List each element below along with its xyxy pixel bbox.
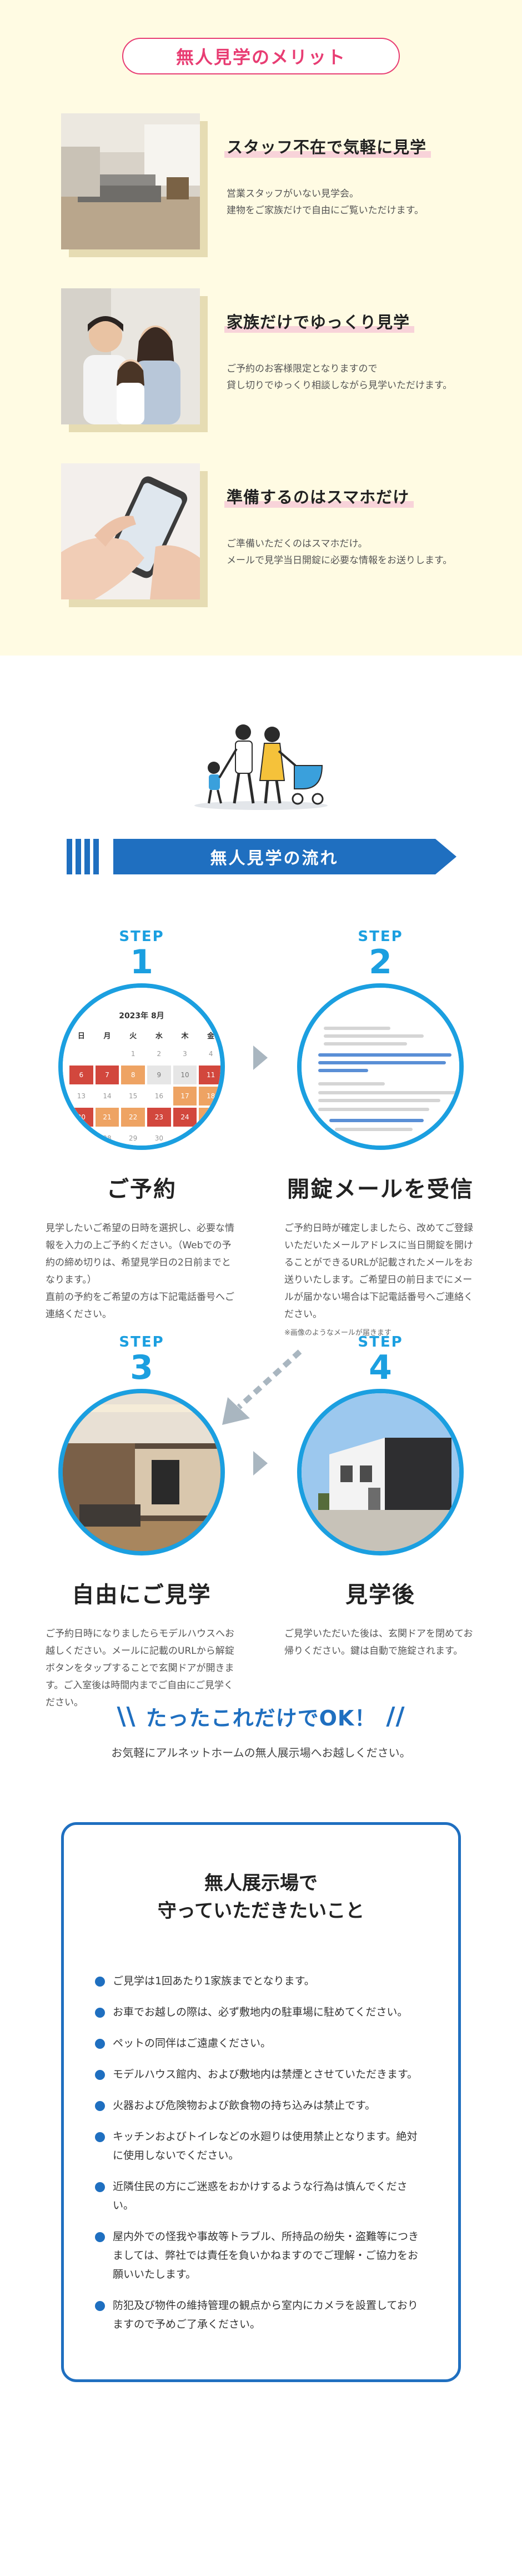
merit-title-3: 準備するのはスマホだけ bbox=[224, 484, 414, 509]
rules-title: 無人展示場で 守っていただきたいこと bbox=[157, 1872, 365, 1922]
rule-item: ご見学は1回あたり1家族までとなります。 bbox=[95, 1972, 427, 1990]
rule-item: お車でお越しの際は、必ず敷地内の駐車場に駐めてください。 bbox=[95, 2003, 427, 2022]
merit-photo-1 bbox=[61, 113, 208, 257]
rule-item: キッチンおよびトイレなどの水廻りは使用禁止となります。絶対に使用しないでください… bbox=[95, 2127, 427, 2165]
rule-item: 防犯及び物件の維持管理の観点から室内にカメラを設置しておりますので予めご了承くだ… bbox=[95, 2296, 427, 2334]
step-title: ご予約 bbox=[107, 1177, 177, 1202]
ok-subtitle: お気軽にアルネットホームの無人展示場へお越しください。 bbox=[111, 1746, 411, 1759]
step-number: 1 bbox=[130, 943, 153, 982]
rule-item: ペットの同伴はご遠慮ください。 bbox=[95, 2034, 427, 2053]
diagonal-arrow-icon bbox=[222, 1349, 302, 1425]
step-title: 自由にご見学 bbox=[72, 1582, 212, 1608]
calendar-grid: 日 月 火 水 木 金 1 2 3 4 6 7 8 bbox=[69, 1028, 220, 1146]
merit-desc-1: 営業スタッフがいない見学会。 建物をご家族だけで自由にご覧いただけます。 bbox=[227, 188, 424, 216]
interior-photo bbox=[58, 1389, 225, 1555]
step-desc: 見学したいご希望の日時を選択し、必要な情報を入力の上ご予約ください。（Webでの… bbox=[46, 1223, 234, 1320]
ok-section: \\ たったこれだけでOK！ // お気軽にアルネットホームの無人展示場へお越し… bbox=[0, 1701, 522, 1760]
rule-item: 近隣住民の方にご迷惑をおかけするような行為は慎んでください。 bbox=[95, 2177, 427, 2215]
rules-list: ご見学は1回あたり1家族までとなります。 お車でお越しの際は、必ず敷地内の駐車場… bbox=[95, 1972, 427, 2334]
merit-item-2: 家族だけでゆっくり見学 ご予約のお客様限定となりますので 貸し切りでゆっくり相談… bbox=[0, 288, 522, 432]
merit-section: 無人見学のメリット スタッフ不在で気軽に見学 営業スタッフがいない見学会。 建 bbox=[0, 0, 522, 656]
smartphone-hand-photo bbox=[61, 463, 200, 599]
step-desc: ご予約日時になりましたらモデルハウスへお越しください。メールに記載のURLから解… bbox=[46, 1628, 234, 1708]
merit-item-3: 準備するのはスマホだけ ご準備いただくのはスマホだけ。 メールで見学当日開錠に必… bbox=[0, 463, 522, 607]
step-desc: ご見学いただいた後は、玄関ドアを閉めてお帰りください。鍵は自動で施錠されます。 bbox=[284, 1628, 473, 1657]
merit-heading: 無人見学のメリット bbox=[122, 38, 400, 74]
calendar-image: 2023年 8月 日 月 火 水 木 金 1 2 3 4 bbox=[58, 983, 225, 1150]
step-label: STEP bbox=[119, 1334, 164, 1350]
step-3: STEP 3 自由にご見学 ご予約日時になりましたらモデルハウスへお越しください… bbox=[39, 1334, 244, 1712]
calendar-month: 2023年 8月 bbox=[119, 1012, 164, 1021]
merit-desc-2: ご予約のお客様限定となりますので 貸し切りでゆっくり相談しながら見学いただけます… bbox=[227, 363, 453, 391]
flow-section: 無人見学の流れ STEP 1 2023年 8月 日 月 火 水 木 金 bbox=[0, 656, 522, 2415]
step-label: STEP bbox=[119, 928, 164, 945]
merit-title-1: スタッフ不在で気軽に見学 bbox=[224, 134, 431, 159]
steps-row-2: STEP 3 自由にご見学 ご予約日時になりましたらモデルハウスへお越しください… bbox=[0, 1334, 522, 1708]
step-number: 3 bbox=[130, 1348, 153, 1387]
step-number: 2 bbox=[369, 943, 392, 982]
step-label: STEP bbox=[358, 928, 403, 945]
flow-heading-banner: 無人見学の流れ bbox=[67, 839, 456, 874]
merit-photo-3 bbox=[61, 463, 208, 607]
merit-photo-2 bbox=[61, 288, 208, 432]
step-1: STEP 1 2023年 8月 日 月 火 水 木 金 1 2 bbox=[39, 929, 244, 1323]
step-label: STEP bbox=[358, 1334, 403, 1350]
rule-item: 火器および危険物および飲食物の持ち込みは禁止です。 bbox=[95, 2096, 427, 2115]
family-photo bbox=[61, 288, 200, 424]
flow-heading: 無人見学の流れ bbox=[210, 849, 339, 868]
step-title: 見学後 bbox=[345, 1582, 415, 1608]
step-4: STEP 4 見学後 ご見学いただいた後は、玄関ドアを閉めてお帰りください。鍵は… bbox=[278, 1334, 483, 1660]
merit-title-2: 家族だけでゆっくり見学 bbox=[224, 309, 415, 334]
ok-title: たったこれだけでOK！ bbox=[145, 1706, 377, 1730]
step-2: STEP 2 開錠メールを受信 ご予 bbox=[278, 929, 483, 1337]
step-number: 4 bbox=[369, 1348, 392, 1387]
family-walking-illustration bbox=[189, 717, 333, 811]
next-arrow-icon bbox=[253, 1451, 268, 1475]
step-title: 開錠メールを受信 bbox=[287, 1177, 474, 1202]
next-arrow-icon bbox=[253, 1046, 268, 1070]
slash-decoration-icon: \\ bbox=[117, 1702, 136, 1730]
rule-item: モデルハウス館内、および敷地内は禁煙とさせていただきます。 bbox=[95, 2065, 427, 2084]
step-desc: ご予約日時が確定しましたら、改めてご登録いただいたメールアドレスに当日開錠を開け… bbox=[284, 1223, 473, 1320]
steps-row-1: STEP 1 2023年 8月 日 月 火 水 木 金 1 2 bbox=[0, 929, 522, 1337]
step-note: ※画像のようなメールが届きます bbox=[284, 1329, 392, 1337]
email-screenshot-image bbox=[297, 983, 464, 1150]
slash-decoration-icon: // bbox=[386, 1702, 405, 1730]
rule-item: 屋内外での怪我や事故等トラブル、所持品の紛失・盗難等につきましては、弊社では責任… bbox=[95, 2227, 427, 2284]
merit-item-1: スタッフ不在で気軽に見学 営業スタッフがいない見学会。 建物をご家族だけで自由に… bbox=[0, 113, 522, 257]
rules-box: 無人展示場で 守っていただきたいこと ご見学は1回あたり1家族までとなります。 … bbox=[61, 1822, 461, 2382]
merit-desc-3: ご準備いただくのはスマホだけ。 メールで見学当日開錠に必要な情報をお送りします。 bbox=[227, 538, 453, 566]
living-room-photo bbox=[61, 113, 200, 249]
house-exterior-photo bbox=[297, 1389, 464, 1555]
